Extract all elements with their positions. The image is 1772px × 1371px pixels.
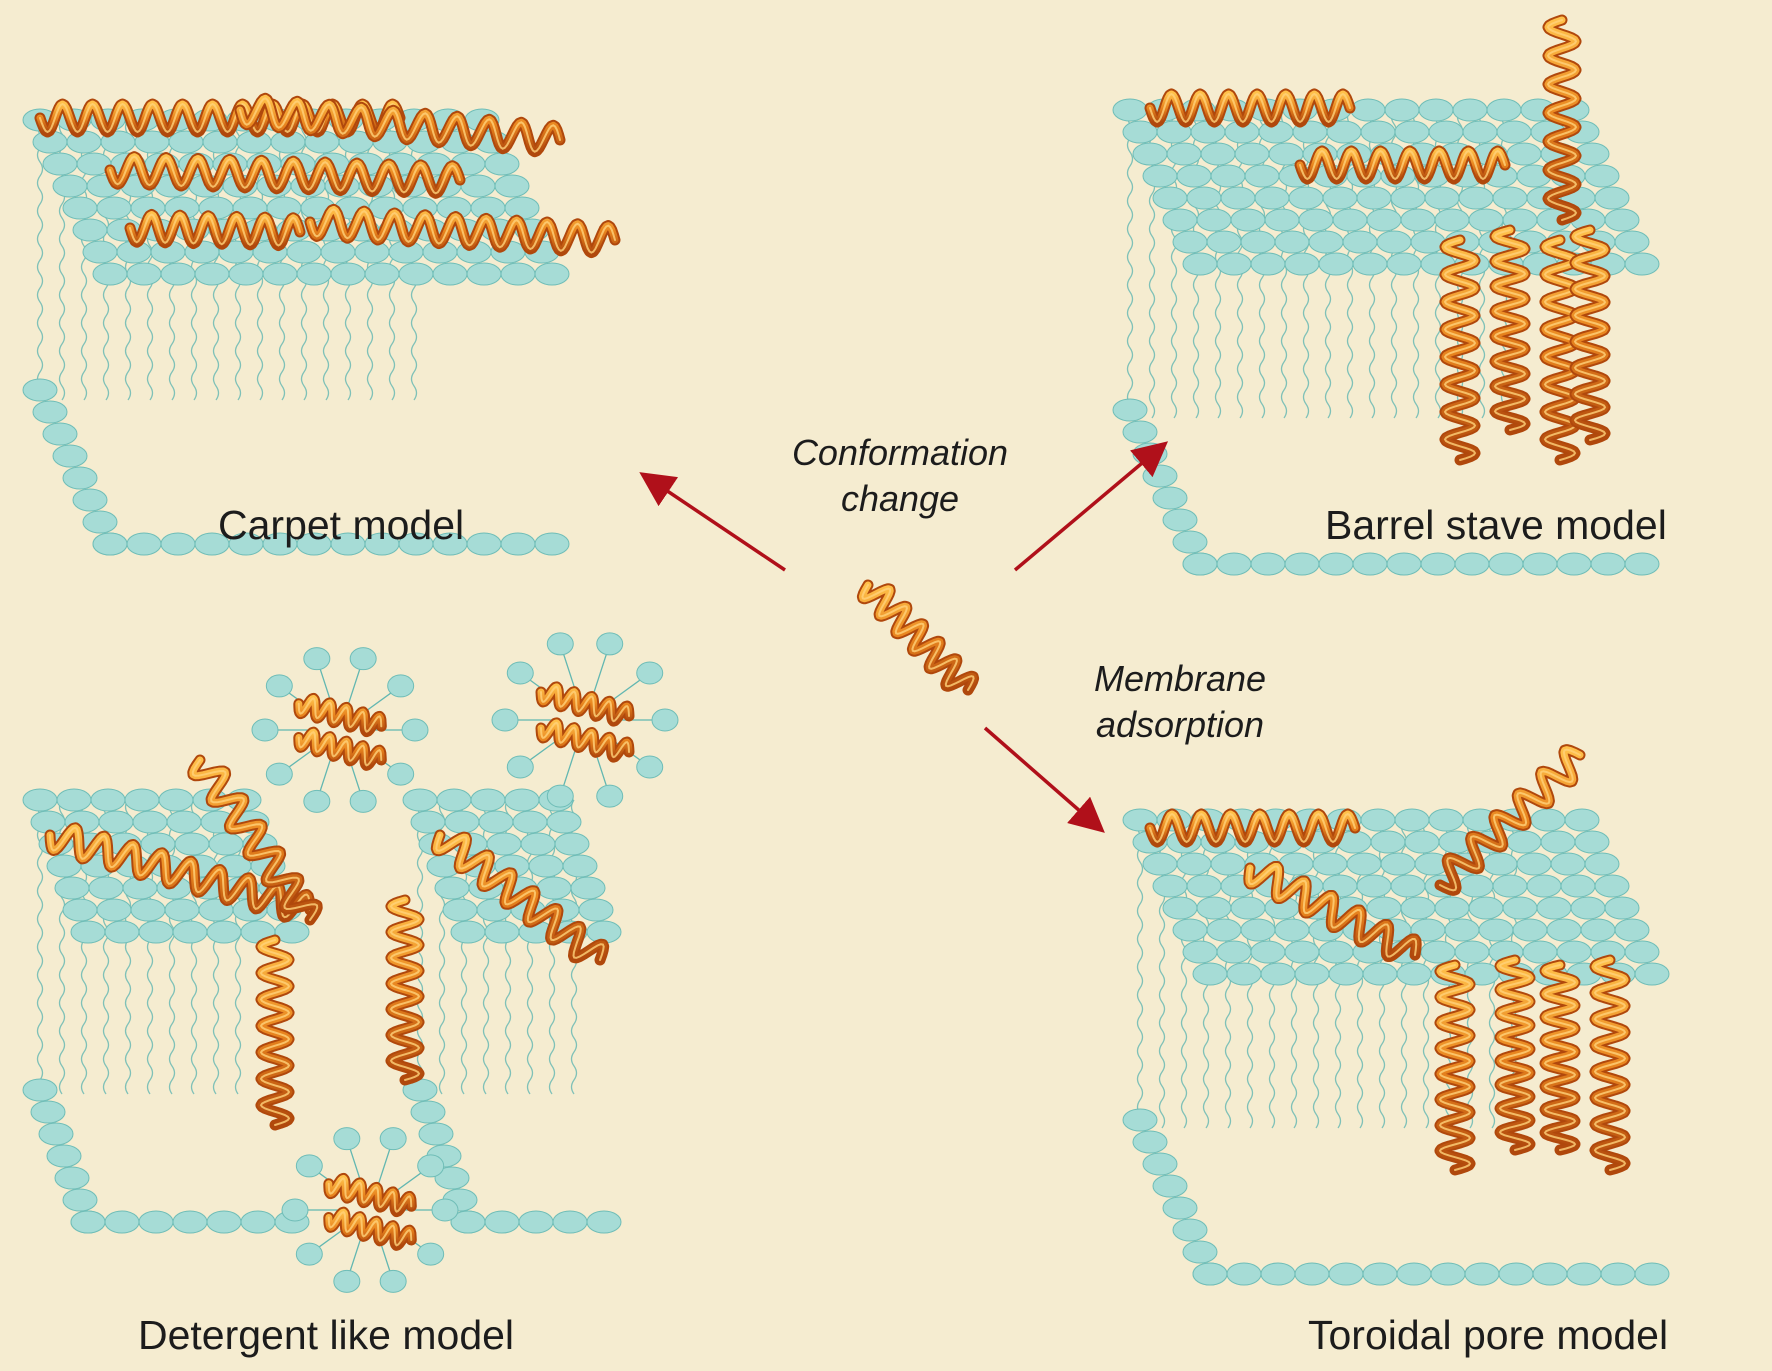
- micelle-bottom: [281, 1127, 459, 1293]
- micelle-top-left: [251, 647, 429, 813]
- barrel-pore-helix: [1439, 234, 1481, 466]
- arrow-to-toroidal: [983, 726, 1105, 833]
- adsorption-line-2: adsorption: [1095, 704, 1265, 745]
- toroidal-pore-model-label: Toroidal pore model: [1308, 1312, 1669, 1358]
- membrane-adsorption-caption: Membrane adsorption: [1060, 656, 1300, 748]
- detergent-surface-helix: [430, 829, 610, 966]
- detergent-surface-helix: [44, 822, 316, 923]
- arrow-to-carpet: [639, 472, 786, 572]
- detergent-like-model-label: Detergent like model: [138, 1312, 515, 1358]
- toroidal-surface-helix: [1243, 861, 1422, 962]
- micelle-top-right: [491, 632, 679, 808]
- lipid-heads-bottom: [70, 1210, 310, 1234]
- arrow-to-barrel: [1013, 441, 1169, 572]
- micelle-helix: [535, 717, 635, 763]
- lipid-heads-side: [22, 1078, 106, 1234]
- barrel-pore-helix: [1489, 224, 1531, 436]
- detergent-like-model-illustration: [22, 632, 679, 1293]
- detergent-edge-helix: [385, 894, 425, 1086]
- conformation-line-2: change: [840, 478, 960, 519]
- toroidal-pore-helix: [1539, 959, 1581, 1156]
- barrel-surface-helix: [1294, 145, 1511, 185]
- carpet-model-illustration: [22, 92, 621, 556]
- detergent-edge-helix: [187, 754, 323, 926]
- conformation-line-1: Conformation: [791, 432, 1009, 473]
- lipid-heads-side: [1122, 1108, 1228, 1286]
- lipid-bilayer: [1122, 808, 1670, 1286]
- barrel-stave-model-label: Barrel stave model: [1325, 502, 1667, 548]
- lipid-heads-bottom: [1182, 552, 1660, 576]
- lipid-heads-side: [22, 378, 128, 556]
- toroidal-pore-helix: [1494, 954, 1536, 1156]
- carpet-helix: [304, 203, 621, 259]
- toroidal-pore-helix: [1589, 954, 1631, 1176]
- lipid-heads-bottom: [1192, 1262, 1670, 1286]
- carpet-model-label: Carpet model: [218, 502, 465, 548]
- carpet-helix: [124, 209, 306, 251]
- detergent-edge-helix: [255, 934, 295, 1131]
- micelle-helix: [293, 692, 387, 738]
- toroidal-surface-helix: [1144, 808, 1361, 848]
- toroidal-upright-helix: [1434, 744, 1586, 896]
- conformation-change-caption: Conformation change: [770, 430, 1030, 522]
- toroidal-pore-model-illustration: [1122, 744, 1670, 1286]
- barrel-stave-model-illustration: [1112, 14, 1660, 576]
- micelle-helix: [535, 681, 635, 727]
- micelle-helix: [323, 1172, 417, 1218]
- micelle-helix: [293, 726, 387, 771]
- barrel-surface-helix: [1144, 88, 1356, 128]
- barrel-upright-helix: [1542, 14, 1582, 226]
- adsorption-line-1: Membrane: [1093, 658, 1267, 699]
- center-helix: [856, 579, 980, 696]
- lipid-heads-side: [1112, 398, 1218, 576]
- barrel-pore-helix: [1569, 224, 1611, 446]
- carpet-helix: [104, 151, 466, 199]
- free-peptide-helix: [856, 579, 980, 696]
- toroidal-pore-helix: [1434, 959, 1476, 1176]
- carpet-helix: [234, 92, 566, 158]
- micelle-helix: [323, 1206, 417, 1251]
- lipid-heads-top: [402, 788, 622, 944]
